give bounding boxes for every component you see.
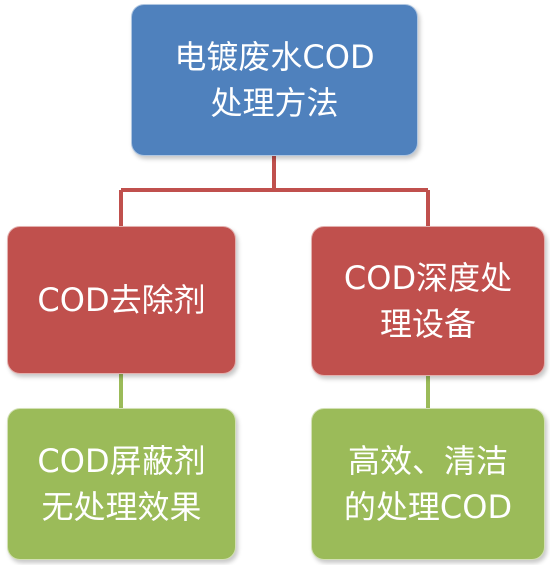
branch-node-cod-remover: COD去除剂	[7, 226, 236, 374]
branch-node-cod-deep-treatment: COD深度处 理设备	[311, 226, 545, 376]
root-node-line-2: 处理方法	[210, 84, 339, 122]
branch-node-cod-remover-label: COD去除剂	[37, 281, 206, 319]
leaf-node-efficient-clean-treatment-line-2: 的处理COD	[343, 488, 513, 526]
leaf-node-cod-masking-agent: COD屏蔽剂 无处理效果	[7, 408, 236, 560]
leaf-node-efficient-clean-treatment: 高效、清洁 的处理COD	[311, 408, 545, 560]
root-to-branches-connector	[119, 156, 430, 226]
branch-node-cod-deep-treatment-line-2: 理设备	[379, 305, 476, 343]
root-node-line-1: 电镀废水COD	[174, 38, 375, 76]
leaf-node-cod-masking-agent-line-1: COD屏蔽剂	[37, 442, 206, 480]
branch-node-cod-deep-treatment-line-1: COD深度处	[343, 259, 513, 297]
leaf-node-efficient-clean-treatment-line-1: 高效、清洁	[347, 442, 508, 480]
root-node: 电镀废水COD 处理方法	[131, 4, 418, 156]
leaf-node-cod-masking-agent-line-2: 无处理效果	[41, 488, 202, 526]
